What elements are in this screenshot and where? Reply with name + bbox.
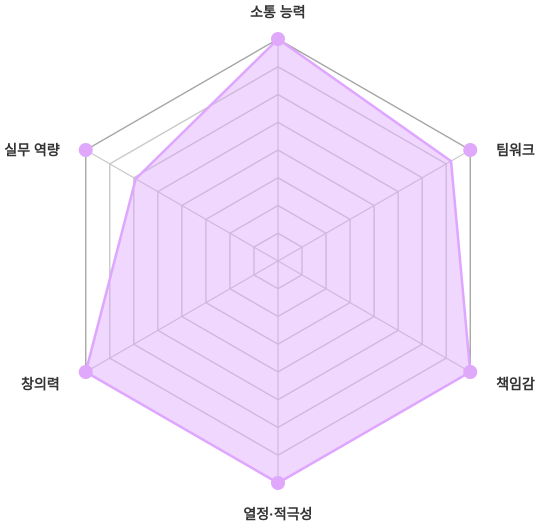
axis-label-4: 창의력 (21, 376, 60, 392)
axis-point-3[interactable] (271, 476, 285, 490)
grid-layer (85, 38, 471, 484)
axis-label-2: 책임감 (496, 376, 535, 392)
axis-label-5: 실무 역량 (4, 142, 60, 158)
series-area-0 (84, 37, 472, 485)
axis-point-4[interactable] (78, 365, 93, 379)
axis-point-5[interactable] (78, 143, 93, 157)
axis-label-0: 소통 능력 (250, 4, 305, 20)
spoke-1 (277, 149, 471, 262)
spoke-4 (85, 260, 279, 373)
spoke-5 (85, 149, 279, 262)
axis-label-1: 팀워크 (496, 142, 535, 158)
axis-point-0[interactable] (271, 32, 285, 46)
data-layer (78, 32, 478, 490)
axis-point-1[interactable] (463, 143, 478, 157)
axis-point-2[interactable] (463, 365, 478, 379)
spoke-2 (277, 260, 471, 373)
axis-label-3: 열정·적극성 (243, 506, 312, 522)
